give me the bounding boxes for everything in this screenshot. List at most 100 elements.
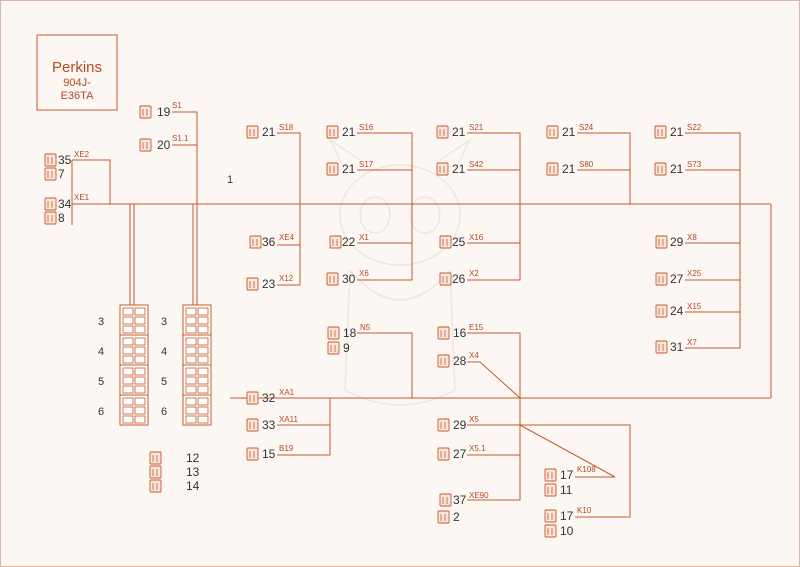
component-label: XE2 <box>74 150 90 159</box>
component-number: 34 <box>58 197 72 211</box>
component-label: S16 <box>359 123 374 132</box>
component-c12[interactable]: 12 <box>149 451 200 465</box>
component-cn5b[interactable]: 5 <box>161 364 212 396</box>
component-number: 7 <box>58 167 65 181</box>
relay-icon <box>139 138 152 152</box>
component-number: 23 <box>262 277 276 291</box>
connector-block-icon <box>182 394 212 426</box>
component-number: 9 <box>343 341 350 355</box>
wires <box>71 111 772 518</box>
component-c13[interactable]: 13 <box>149 465 200 479</box>
connector-block-icon <box>182 304 212 336</box>
component-cn3b[interactable]: 3 <box>161 304 212 336</box>
component-number: 33 <box>262 418 276 432</box>
component-label: X16 <box>469 233 484 242</box>
component-c10[interactable]: 10 <box>544 524 574 538</box>
component-c8[interactable]: 8 <box>44 211 65 225</box>
component-c11[interactable]: 11 <box>544 483 573 497</box>
component-number: 6 <box>98 406 104 418</box>
component-number: 3 <box>161 316 167 328</box>
connector-icon <box>655 235 668 249</box>
component-number: 26 <box>452 272 466 286</box>
title-model-2: E36TA <box>61 90 94 102</box>
component-number: 21 <box>262 125 276 139</box>
component-c7[interactable]: 7 <box>44 167 65 181</box>
component-number: 21 <box>670 125 684 139</box>
component-number: 24 <box>670 304 684 318</box>
component-c14[interactable]: 14 <box>149 479 200 493</box>
component-label: S42 <box>469 160 484 169</box>
component-label: S18 <box>279 123 294 132</box>
component-number: 14 <box>186 479 200 493</box>
component-number: 6 <box>161 406 167 418</box>
connector-icon <box>326 272 339 286</box>
connector-icon <box>246 277 259 291</box>
component-c2[interactable]: 2 <box>437 510 460 524</box>
component-label: XE90 <box>469 491 489 500</box>
component-cn6a[interactable]: 6 <box>98 394 149 426</box>
component-cn5a[interactable]: 5 <box>98 364 149 396</box>
component-number: 21 <box>670 162 684 176</box>
component-label: E15 <box>469 323 484 332</box>
connector-block-icon <box>119 394 149 426</box>
component-label: N5 <box>360 323 371 332</box>
component-number: 3 <box>98 316 104 328</box>
terminal-icon <box>149 465 162 479</box>
component-label: S1 <box>172 101 182 110</box>
connector-icon <box>437 354 450 368</box>
connector-block-icon <box>119 304 149 336</box>
component-cn4a[interactable]: 4 <box>98 334 149 366</box>
title-brand: Perkins <box>52 59 102 76</box>
component-cn6b[interactable]: 6 <box>161 394 212 426</box>
component-number: 4 <box>98 346 104 358</box>
component-label: X7 <box>687 338 697 347</box>
component-cn4b[interactable]: 4 <box>161 334 212 366</box>
component-label: K10 <box>577 506 592 515</box>
component-number: 5 <box>98 376 104 388</box>
component-number: 12 <box>186 451 200 465</box>
motor-icon <box>327 341 340 355</box>
component-cn3a[interactable]: 3 <box>98 304 149 336</box>
connector-icon <box>655 340 668 354</box>
component-number: 35 <box>58 153 72 167</box>
ecu-icon <box>246 391 259 405</box>
component-label: S1.1 <box>172 134 189 143</box>
component-number: 5 <box>161 376 167 388</box>
component-c9[interactable]: 9 <box>327 341 350 355</box>
component-label: S17 <box>359 160 374 169</box>
